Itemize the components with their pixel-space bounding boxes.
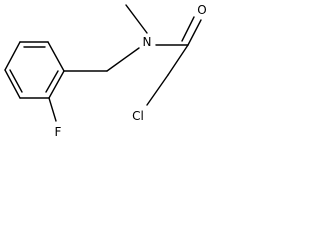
ring-bond-3 — [48, 70, 65, 99]
ch2-cl-bond — [146, 74, 169, 106]
ring-bond-6 — [4, 41, 21, 71]
nitrogen-atom-label: N — [143, 35, 152, 49]
chemical-structure-diagram: F N O Cl — [0, 0, 211, 155]
chlorine-atom-label: Cl — [132, 109, 144, 123]
ring-bond-2 — [47, 41, 65, 72]
ch2-n-bond — [106, 47, 140, 72]
diagram-background — [0, 0, 211, 155]
benzene-ring — [4, 41, 65, 99]
carbonyl-ch2-bond — [167, 44, 189, 76]
carbonyl-double-bond-outer — [187, 19, 202, 46]
ring-bond-5 — [4, 69, 21, 99]
ring-bond-5-inner — [9, 69, 23, 93]
oxygen-atom-label: O — [197, 3, 206, 17]
c-f-bond — [48, 97, 57, 122]
fluorine-atom-label: F — [55, 125, 62, 139]
carbonyl-double-bond-inner — [181, 16, 195, 42]
ring-bond-3-inner — [45, 70, 59, 93]
n-methyl-bond — [125, 4, 148, 34]
